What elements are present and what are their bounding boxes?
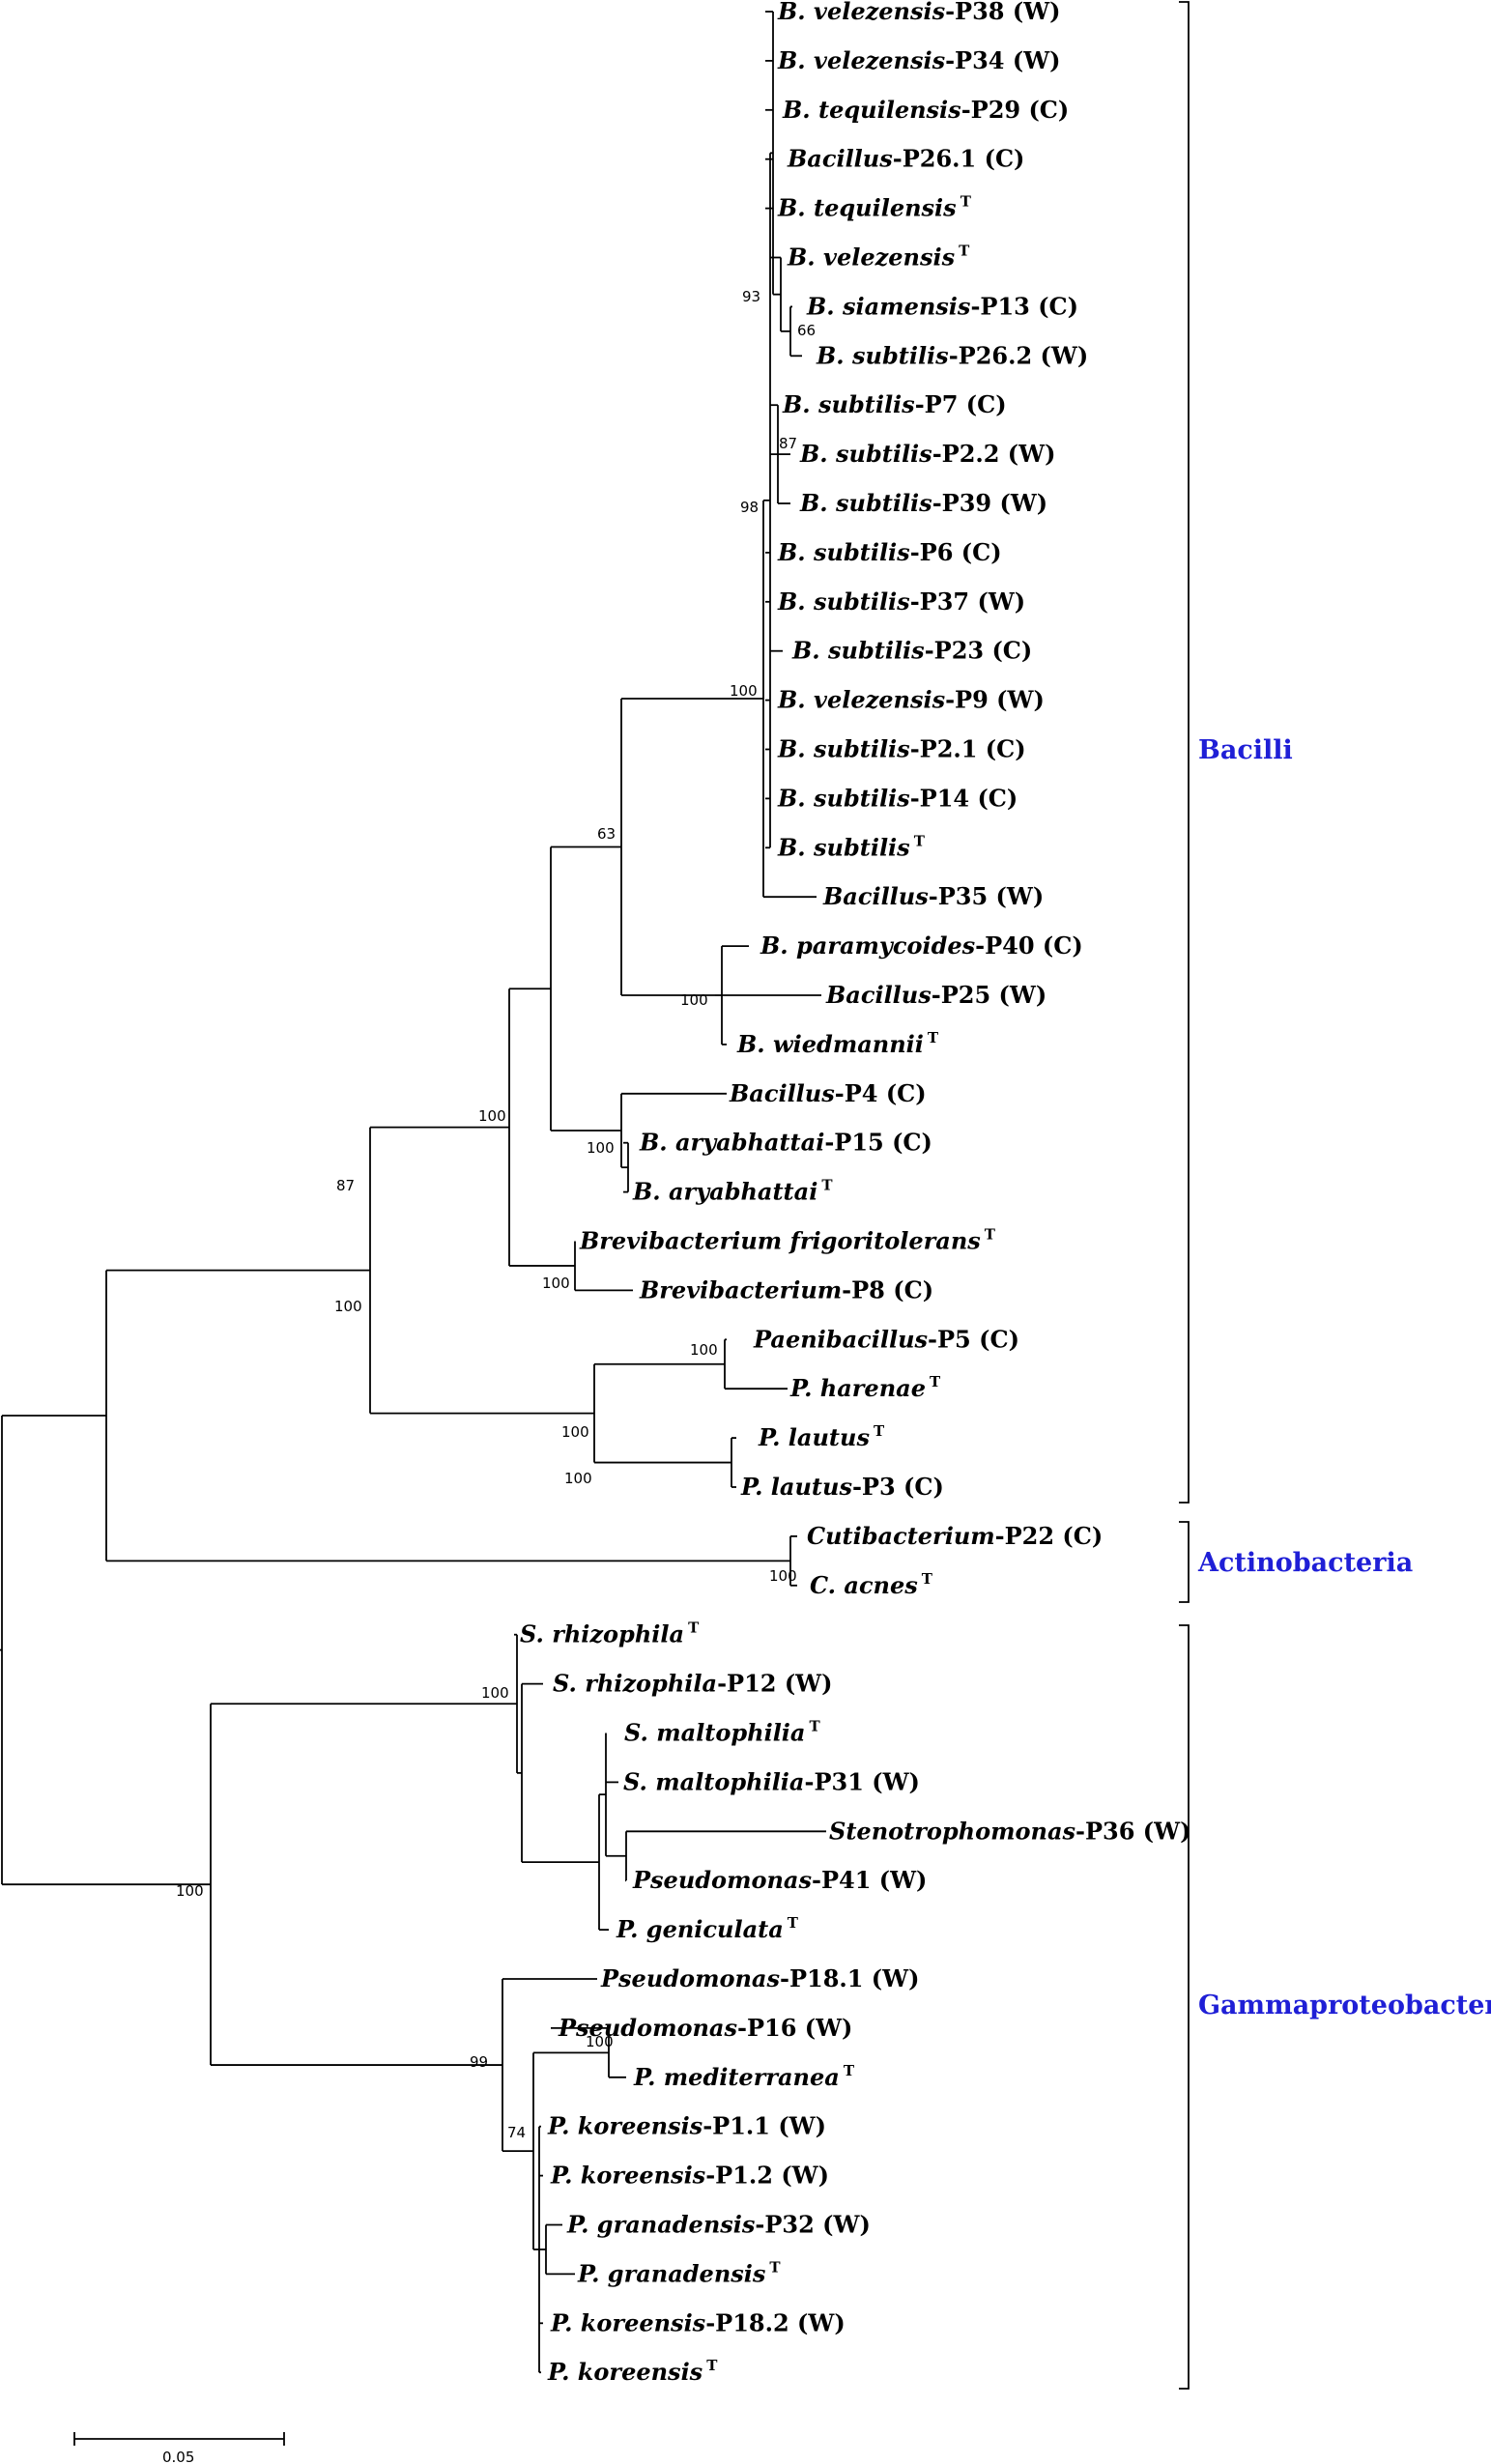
bootstrap-value: 100 [769, 1567, 797, 1585]
taxon-label: Brevibacterium-P8 (C) [639, 1275, 933, 1304]
bootstrap-value: 100 [542, 1275, 570, 1292]
bootstrap-value: 63 [597, 825, 616, 843]
taxon-label: B. subtilis-P6 (C) [777, 538, 1002, 566]
taxon-labels: B. velezensis-P38 (W) B. velezensis-P34 (… [520, 0, 1190, 2386]
clade-label-bacilli: Bacilli [1198, 735, 1293, 765]
bootstrap-value: 100 [478, 1107, 506, 1125]
bootstrap-value: 100 [481, 1684, 509, 1702]
scale-bar-label: 0.05 [162, 2449, 194, 2464]
taxon-label: Cutibacterium-P22 (C) [807, 1522, 1103, 1550]
bootstrap-value: 98 [740, 499, 759, 516]
bootstrap-value: 100 [680, 991, 708, 1009]
taxon-label: Bacillus-P4 (C) [729, 1079, 927, 1107]
taxon-label: Pseudomonas-P16 (W) [558, 2014, 852, 2042]
taxon-label: Bacillus-P26.1 (C) [787, 145, 1024, 173]
bootstrap-value: 87 [336, 1177, 355, 1194]
bootstrap-value: 100 [564, 1470, 592, 1487]
tree-branches [0, 11, 826, 2374]
bootstrap-value: 99 [470, 2053, 488, 2071]
taxon-label: B. paramycoides-P40 (C) [760, 931, 1083, 960]
scale-bar: 0.05 [73, 2432, 285, 2464]
bootstrap-value: 100 [586, 2033, 614, 2050]
bootstrap-value: 100 [587, 1139, 615, 1157]
taxon-label: B. subtilis-P14 (C) [777, 784, 1018, 812]
taxon-label: B. subtilis-P2.1 (C) [777, 735, 1026, 763]
bootstrap-value: 74 [507, 2124, 526, 2141]
bootstrap-value: 100 [176, 1882, 204, 1900]
bootstrap-value: 93 [742, 288, 760, 305]
bacilli-bracket [1179, 1, 1190, 1504]
taxon-label: Paenibacillus-P5 (C) [753, 1325, 1019, 1353]
bootstrap-values: 93 66 87 98 100 63 100 100 87 100 100 100 100 100 100 1… [176, 288, 816, 2141]
taxon-label: P. koreensis-P18.2 (W) [550, 2308, 846, 2336]
taxon-label: P. lautus-P3 (C) [740, 1473, 944, 1501]
taxon-label: B. siamensis-P13 (C) [806, 292, 1078, 320]
taxon-label: Bacillus-P25 (W) [825, 981, 1047, 1009]
taxon-label: B. velezensis-P34 (W) [777, 46, 1061, 74]
taxon-label: B. velezensis-P38 (W) [777, 0, 1061, 25]
bootstrap-value: 100 [561, 1423, 589, 1441]
taxon-label: B. subtilis-P23 (C) [791, 637, 1032, 665]
taxon-label: P. koreensis-P1.1 (W) [547, 2112, 826, 2140]
taxon-label: B. subtilis-P37 (W) [777, 587, 1025, 616]
taxon-label: B. tequilensis-P29 (C) [782, 96, 1069, 124]
taxon-label: B. subtilis-P7 (C) [782, 390, 1007, 418]
taxon-label: B. aryabhattai-P15 (C) [639, 1129, 932, 1157]
taxon-label: Bacillus-P35 (W) [822, 882, 1044, 910]
taxon-label: P. granadensis-P32 (W) [566, 2211, 871, 2239]
bootstrap-value: 100 [730, 682, 758, 700]
taxon-label: S. rhizophila-P12 (W) [553, 1670, 833, 1698]
clade-label-gammaproteobacteria: Gammaproteobacteria [1198, 1991, 1491, 2020]
taxon-label: P. koreensis-P1.2 (W) [550, 2162, 829, 2190]
bootstrap-value: 87 [779, 435, 797, 452]
taxon-label: B. velezensis-P9 (W) [777, 686, 1045, 714]
taxon-label: B. subtilis-P2.2 (W) [799, 440, 1055, 468]
clade-label-actinobacteria: Actinobacteria [1197, 1548, 1413, 1578]
actinobacteria-bracket [1179, 1521, 1190, 1603]
taxon-label: B. subtilis-P26.2 (W) [816, 341, 1088, 369]
taxon-label: Pseudomonas-P41 (W) [632, 1866, 927, 1894]
taxon-label: Stenotrophomonas-P36 (W) [829, 1817, 1190, 1845]
bootstrap-value: 66 [797, 322, 816, 339]
taxon-label: B. subtilis-P39 (W) [799, 489, 1047, 517]
taxon-label: S. maltophilia-P31 (W) [623, 1767, 920, 1795]
bootstrap-value: 100 [334, 1298, 362, 1315]
gammaproteobacteria-bracket [1179, 1624, 1190, 2390]
taxon-label: Pseudomonas-P18.1 (W) [600, 1964, 919, 1992]
bootstrap-value: 100 [690, 1341, 718, 1359]
